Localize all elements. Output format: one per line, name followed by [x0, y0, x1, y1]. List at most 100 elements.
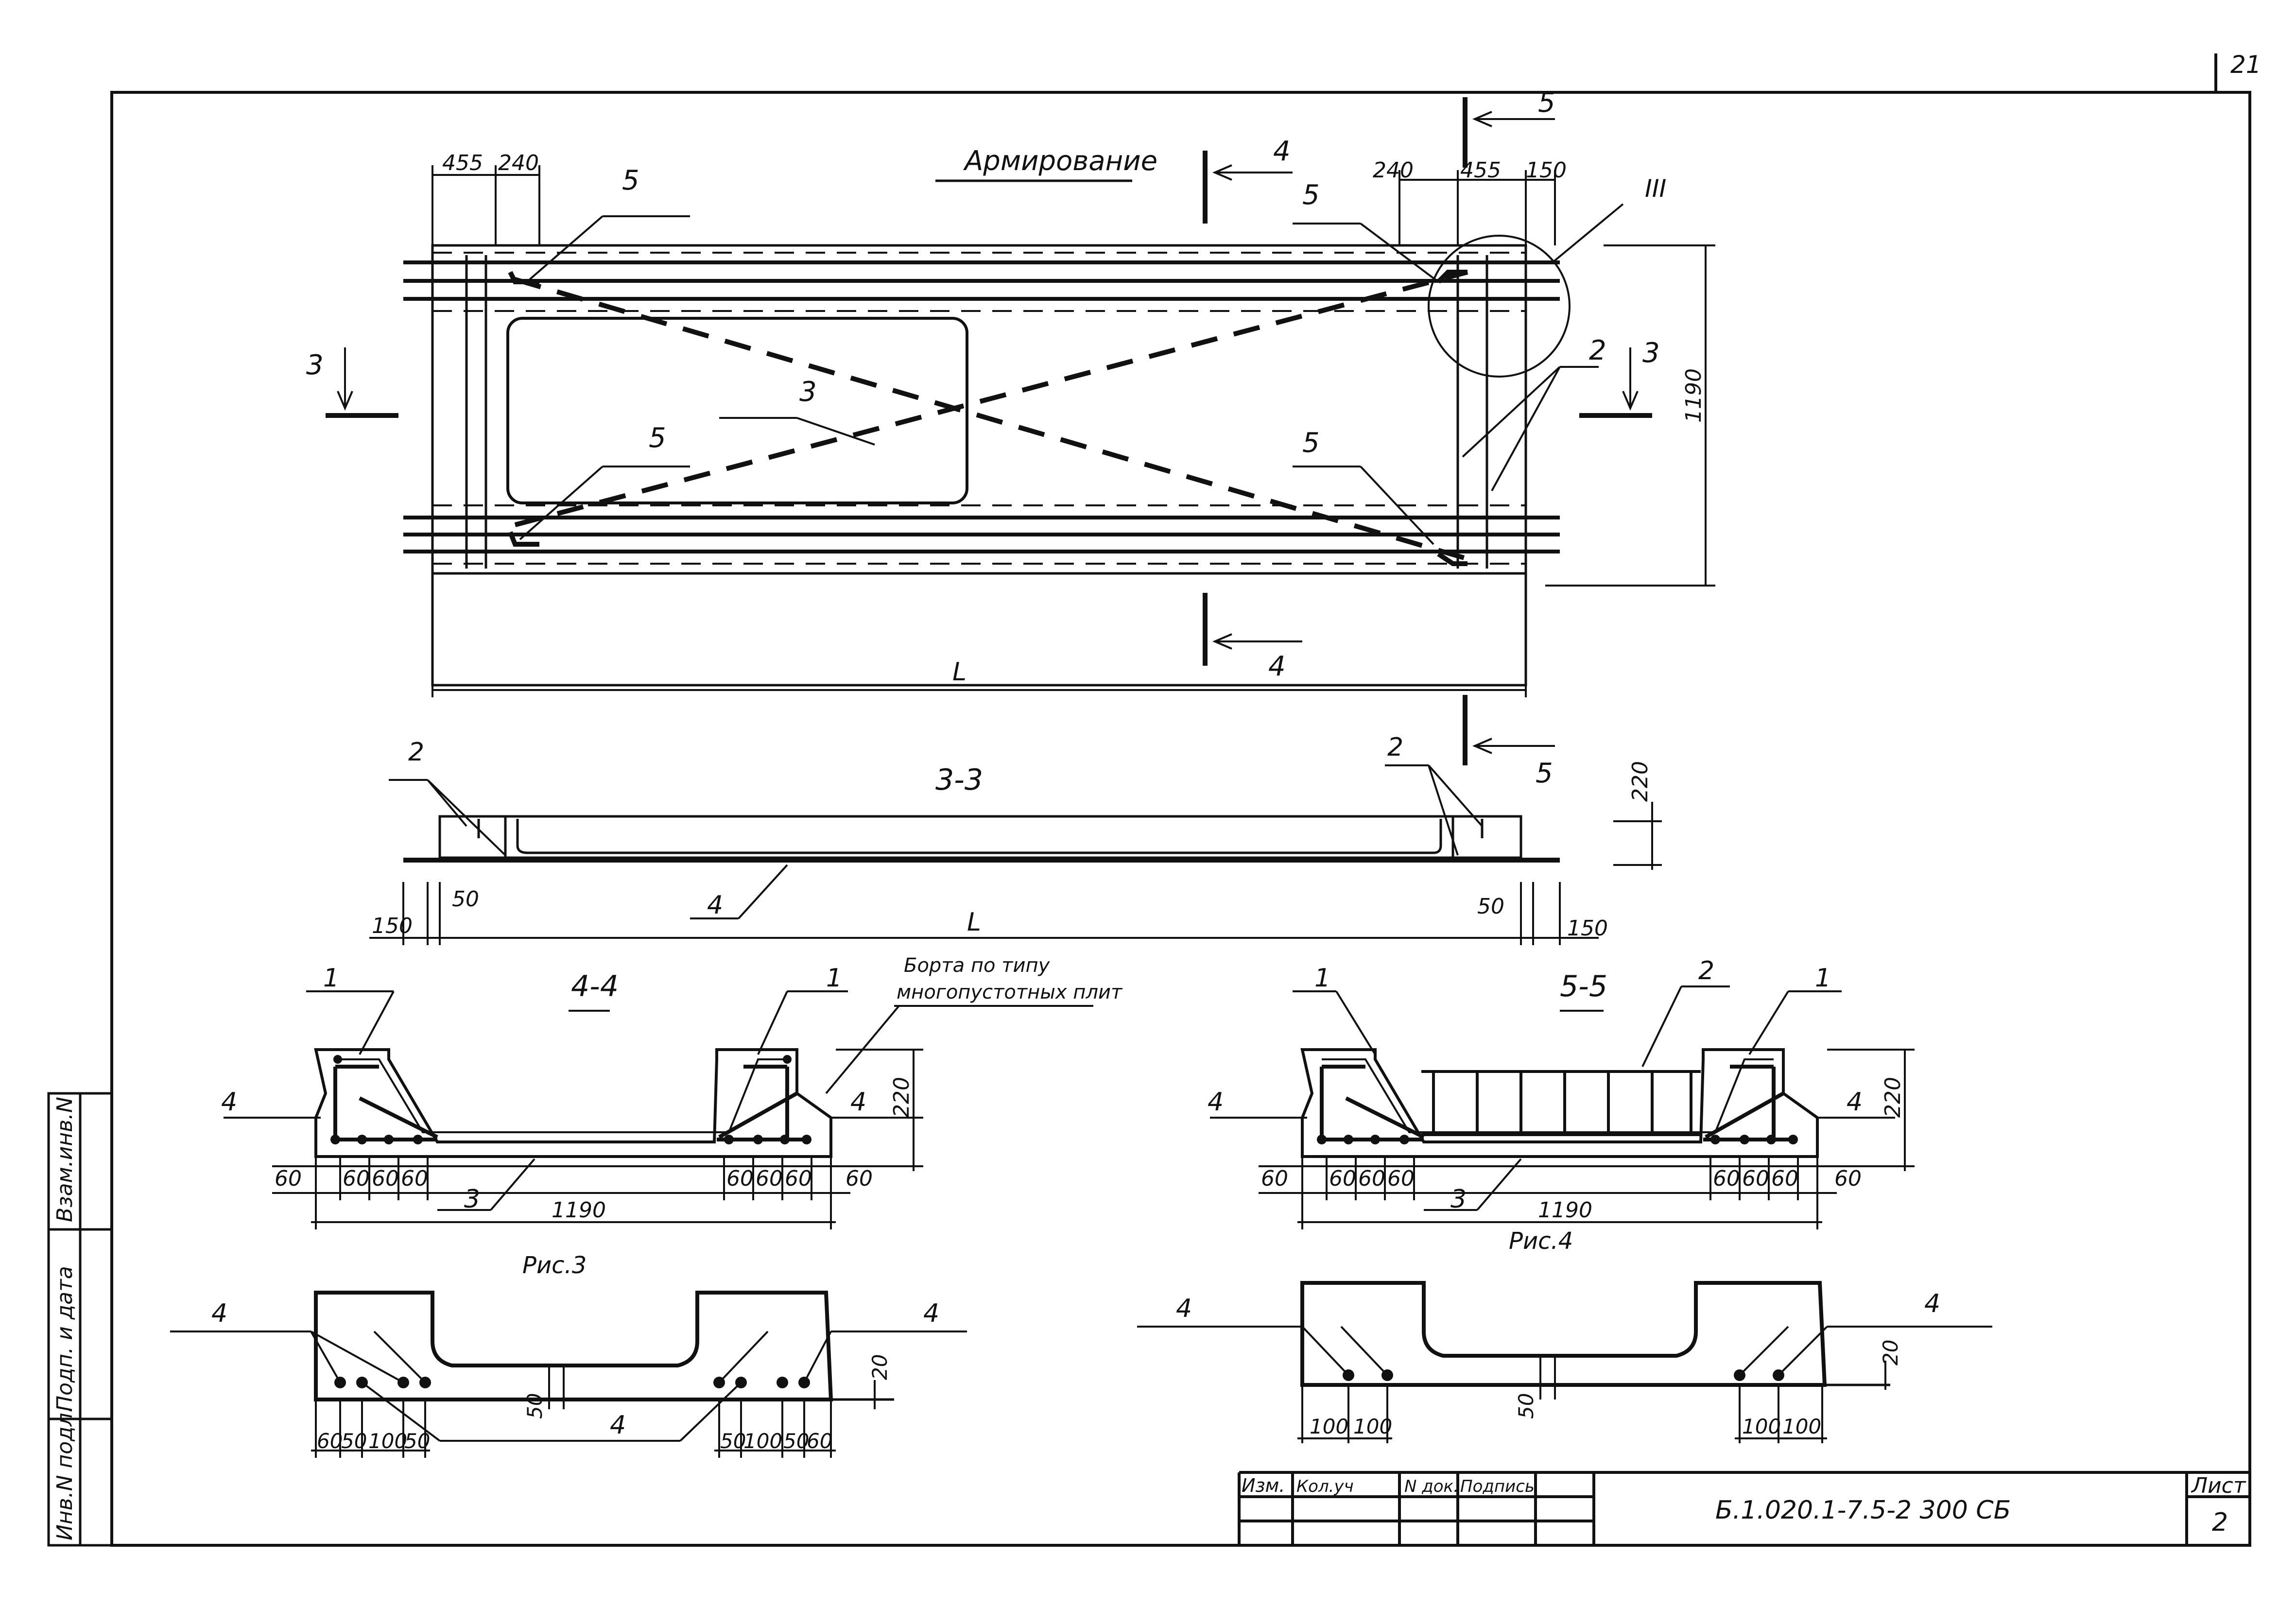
dim-length-L: L — [952, 657, 967, 687]
fig3-dim-left-2: 100 — [368, 1429, 407, 1453]
fig3-callout-4-bottom: 4 — [610, 1411, 626, 1440]
section-33-callout-2-left: 2 — [408, 738, 424, 767]
callout-2: 2 — [1589, 335, 1606, 366]
section-33-title: 3-3 — [935, 763, 983, 797]
fig4-dim-left-0: 100 — [1310, 1415, 1348, 1438]
fig3-callout-4-left: 4 — [211, 1299, 227, 1328]
side-stamp — [47, 1092, 113, 1547]
section-55-dim-60-d: 60 — [1713, 1166, 1740, 1191]
section-33-dim-150-left: 150 — [372, 914, 413, 938]
fig3-dim-left-1: 50 — [341, 1429, 367, 1453]
section-mark-4-top: 4 — [1273, 136, 1291, 167]
fig4-dim-left-1: 100 — [1353, 1415, 1392, 1438]
side-stamp-sign: Подп. и дата — [52, 1266, 77, 1412]
dim-top-r-150: 150 — [1526, 158, 1567, 183]
section-44-dim-60-f: 60 — [785, 1166, 812, 1191]
fig4-callout-4-left: 4 — [1176, 1294, 1192, 1323]
fig3: Рис.3 — [170, 1252, 967, 1458]
fig4-dim-cover-side: 20 — [1879, 1340, 1902, 1365]
section-55-dim-60-a: 60 — [1329, 1166, 1356, 1191]
section-33: 3-3 2 2 4 — [369, 733, 1662, 945]
fig4-dim-right-1: 100 — [1782, 1415, 1821, 1438]
fig4-callout-4-right: 4 — [1924, 1289, 1940, 1318]
section-55-dim-60-f: 60 — [1771, 1166, 1798, 1191]
fig3-dim-left-0: 60 — [317, 1429, 343, 1453]
section-44-dim-60-e: 60 — [756, 1166, 783, 1191]
section-44-callout-4-left: 4 — [221, 1088, 237, 1117]
section-44-dim-60-edge-right: 60 — [846, 1166, 873, 1191]
section-55-callout-3: 3 — [1450, 1185, 1467, 1214]
top-view-title: Армирование — [963, 145, 1157, 177]
dim-height-1190: 1190 — [1681, 368, 1706, 423]
title-block-designation: Б.1.020.1-7.5-2 300 СБ — [1715, 1496, 2011, 1525]
section-mark-5-top: 5 — [1538, 87, 1555, 119]
section-44-dim-60-b: 60 — [372, 1166, 399, 1191]
fig3-bars — [334, 1377, 810, 1388]
fig4-bars — [1343, 1369, 1784, 1381]
dim-top-240: 240 — [498, 151, 539, 175]
title-block-header-izm: Изм. — [1242, 1475, 1285, 1496]
fig3-dim-cover-side: 20 — [868, 1354, 892, 1380]
callout-5-top-left: 5 — [622, 165, 639, 196]
fig3-dim-cover-bottom: 50 — [523, 1393, 547, 1419]
section-55-dim-220: 220 — [1881, 1077, 1905, 1118]
section-33-dim-50-right: 50 — [1477, 894, 1504, 919]
section-33-dim-150-right: 150 — [1567, 916, 1608, 941]
section-55-title: 5-5 — [1560, 969, 1607, 1003]
section-44-callout-4-right: 4 — [850, 1088, 866, 1117]
callout-5-bottom-right: 5 — [1302, 427, 1320, 459]
section-55-callout-4-left: 4 — [1208, 1088, 1224, 1117]
fig4: Рис.4 4 4 100 100 — [1137, 1227, 1992, 1443]
section-44-note-1: Борта по типу — [904, 954, 1051, 977]
title-block-header-doc: N док. — [1404, 1477, 1459, 1496]
top-view: Армирование — [306, 87, 1715, 789]
section-55-callout-1-left: 1 — [1314, 964, 1330, 993]
fig3-dim-right-1: 100 — [743, 1429, 782, 1453]
section-44-dim-60-c: 60 — [401, 1166, 428, 1191]
title-block — [1238, 1471, 2250, 1545]
fig3-dim-right-3: 60 — [807, 1429, 832, 1453]
section-55-callout-4-right: 4 — [1847, 1088, 1863, 1117]
section-mark-4-bottom: 4 — [1268, 651, 1286, 682]
fig4-dim-cover-bottom: 50 — [1514, 1393, 1538, 1419]
section-mark-3-left: 3 — [306, 349, 324, 381]
sheet-frame — [110, 53, 2251, 1547]
detail-ref-label: III — [1645, 174, 1666, 203]
section-33-dim-220: 220 — [1628, 761, 1653, 802]
fig3-callout-4-right: 4 — [923, 1299, 939, 1328]
section-44-callout-1-left: 1 — [323, 964, 339, 993]
section-55: 5-5 — [1208, 956, 1915, 1229]
fig3-dim-left-3: 50 — [404, 1429, 430, 1453]
section-55-dim-60-c: 60 — [1387, 1166, 1415, 1191]
section-44-dim-220: 220 — [889, 1077, 914, 1118]
section-mark-3-right: 3 — [1642, 337, 1660, 369]
title-block-header-kol: Кол.уч — [1296, 1477, 1354, 1496]
section-44: 4-4 1 1 4 4 3 — [221, 954, 1123, 1229]
section-55-bars — [1317, 1135, 1798, 1144]
section-mark-5-bottom: 5 — [1536, 758, 1553, 789]
fig4-caption: Рис.4 — [1509, 1227, 1573, 1255]
callout-5-top-right: 5 — [1302, 179, 1320, 211]
title-block-sheet-label: Лист — [2191, 1473, 2246, 1498]
section-44-note-2: многопустотных плит — [897, 981, 1123, 1003]
section-55-dim-60-e: 60 — [1742, 1166, 1769, 1191]
section-44-callout-3: 3 — [464, 1185, 480, 1214]
section-44-dim-1190: 1190 — [552, 1198, 606, 1223]
section-44-bars — [330, 1055, 811, 1144]
section-55-dim-60-edge-left: 60 — [1261, 1166, 1288, 1191]
section-44-dim-60-edge-left: 60 — [275, 1166, 302, 1191]
callout-5-bottom-left: 5 — [649, 422, 666, 454]
section-55-callout-2: 2 — [1698, 956, 1714, 985]
section-33-callout-2-right: 2 — [1387, 733, 1403, 762]
fig3-dim-right-0: 50 — [720, 1429, 746, 1453]
title-block-sheet-number: 2 — [2212, 1508, 2228, 1537]
section-44-title: 4-4 — [571, 969, 619, 1003]
section-55-dim-60-b: 60 — [1358, 1166, 1385, 1191]
section-33-dim-50-left: 50 — [452, 887, 479, 912]
section-55-dim-1190: 1190 — [1538, 1198, 1592, 1223]
fig3-caption: Рис.3 — [522, 1252, 587, 1279]
section-55-callout-1-right: 1 — [1815, 964, 1831, 993]
side-stamp-inv: Инв.N подл. — [52, 1406, 77, 1540]
dim-top-455: 455 — [442, 151, 483, 175]
